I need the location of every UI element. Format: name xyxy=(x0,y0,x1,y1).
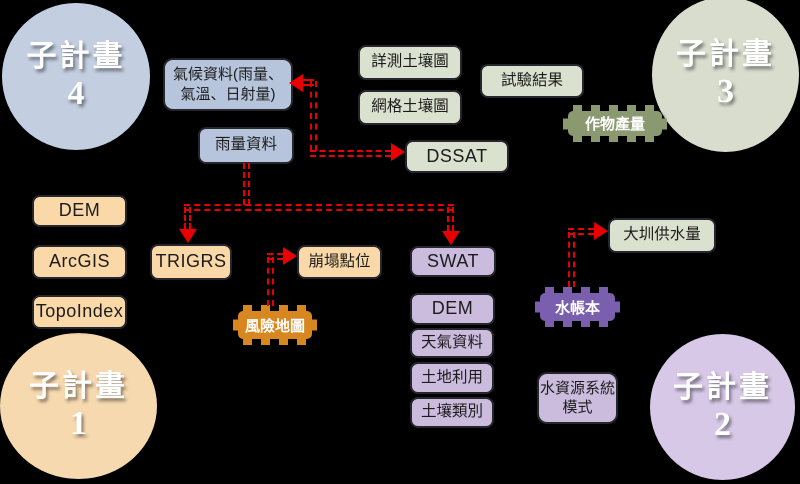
arrowhead-into-climate-data xyxy=(289,74,303,92)
land-use-label: 土地利用 xyxy=(420,368,483,386)
grid-soil-map-label: 網格土壤圖 xyxy=(371,98,449,116)
node-canal-water-supply: 大圳供水量 xyxy=(608,218,716,253)
node-landslide-points: 崩塌點位 xyxy=(297,245,382,279)
node-grid-soil-map: 網格土壤圖 xyxy=(358,90,462,125)
node-dem-left: DEM xyxy=(32,195,127,227)
node-topoindex: TopoIndex xyxy=(32,295,127,329)
topoindex-label: TopoIndex xyxy=(35,301,124,322)
node-detailed-soil-map: 詳測土壤圖 xyxy=(358,45,462,80)
trigrs-label: TRIGRS xyxy=(155,251,227,272)
chip-water-ledger: 水帳本 xyxy=(535,287,620,327)
climate-data-label: 氣候資料(雨量、 氣溫、日射量) xyxy=(173,66,283,103)
node-weather-data: 天氣資料 xyxy=(410,328,494,358)
arrowhead-into-landslide-points xyxy=(283,247,297,265)
connector-distribution-horizontal xyxy=(184,204,454,211)
node-soil-type: 土壤類別 xyxy=(410,397,494,428)
water-ledger-label: 水帳本 xyxy=(554,299,600,317)
connector-climate-dssat-seg3 xyxy=(310,150,391,157)
node-dem-swat: DEM xyxy=(410,293,495,325)
node-climate-data: 氣候資料(雨量、 氣溫、日射量) xyxy=(163,58,293,111)
arrowhead-into-swat xyxy=(442,231,460,245)
subproject-3-number: 3 xyxy=(717,73,734,111)
chip-side-bump xyxy=(233,319,238,331)
connector-ledger-up xyxy=(568,232,575,287)
connector-riskmap-right xyxy=(267,253,283,260)
dem-swat-label: DEM xyxy=(431,298,474,319)
subproject-2-number: 2 xyxy=(714,405,731,443)
subproject-4-label: 子計畫 xyxy=(26,40,126,74)
subproject-1-number: 1 xyxy=(70,404,87,442)
crop-yield-label: 作物產量 xyxy=(584,116,645,133)
chip-side-bump xyxy=(615,301,620,313)
subproject-2-label: 子計畫 xyxy=(673,370,772,404)
landslide-points-label: 崩塌點位 xyxy=(308,252,371,270)
chip-side-bump xyxy=(535,301,540,313)
subproject-4-number: 4 xyxy=(67,75,85,113)
chip-crop-yield: 作物產量 xyxy=(563,105,667,142)
connector-ledger-right xyxy=(568,228,594,235)
chip-tooth-strip xyxy=(573,105,657,111)
chip-tooth-strip xyxy=(573,136,657,142)
chip-tooth-strip xyxy=(545,321,610,327)
circle-subproject-1: 子計畫 1 xyxy=(0,333,157,479)
circle-subproject-2: 子計畫 2 xyxy=(650,334,795,480)
chip-side-bump xyxy=(662,118,667,129)
connector-to-swat xyxy=(447,207,454,231)
chip-risk-map: 風險地圖 xyxy=(233,305,317,345)
chip-tooth-strip xyxy=(243,305,307,311)
chip-tooth-strip xyxy=(243,339,307,345)
connector-to-trigrs xyxy=(184,207,191,229)
node-arcgis: ArcGIS xyxy=(32,245,127,279)
arrowhead-into-dssat xyxy=(391,143,405,161)
node-land-use: 土地利用 xyxy=(410,362,494,394)
circle-subproject-3: 子計畫 3 xyxy=(652,0,799,152)
connector-rainfall-down xyxy=(243,163,250,205)
water-resources-system-model-label: 水資源系統模式 xyxy=(539,379,615,417)
arrowhead-into-canal-water-supply xyxy=(594,222,608,240)
chip-side-bump xyxy=(563,118,568,129)
connector-climate-dssat-seg1 xyxy=(302,79,314,86)
arrowhead-into-trigrs xyxy=(179,229,197,243)
chip-side-bump xyxy=(312,319,317,331)
node-trigrs: TRIGRS xyxy=(150,244,232,280)
connector-climate-dssat-seg2 xyxy=(310,81,317,151)
node-test-results: 試驗結果 xyxy=(480,64,584,98)
dssat-label: DSSAT xyxy=(426,145,488,166)
node-dssat: DSSAT xyxy=(405,140,509,173)
arcgis-label: ArcGIS xyxy=(48,251,110,272)
soil-type-label: 土壤類別 xyxy=(420,403,483,421)
risk-map-label: 風險地圖 xyxy=(244,317,305,335)
connector-riskmap-up xyxy=(267,257,274,306)
circle-subproject-4: 子計畫 4 xyxy=(2,3,150,150)
node-swat: SWAT xyxy=(410,246,496,277)
rainfall-data-label: 雨量資料 xyxy=(214,136,277,154)
dem-left-label: DEM xyxy=(58,200,101,221)
chip-tooth-strip xyxy=(545,287,610,293)
subproject-3-label: 子計畫 xyxy=(676,38,775,72)
node-water-resources-system-model: 水資源系統模式 xyxy=(537,372,618,424)
test-results-label: 試驗結果 xyxy=(500,71,563,89)
subproject-1-label: 子計畫 xyxy=(29,369,128,403)
swat-label: SWAT xyxy=(427,250,479,271)
canal-water-supply-label: 大圳供水量 xyxy=(623,226,701,244)
detailed-soil-map-label: 詳測土壤圖 xyxy=(371,53,449,71)
weather-data-label: 天氣資料 xyxy=(420,333,483,351)
node-rainfall-data: 雨量資料 xyxy=(198,127,294,164)
